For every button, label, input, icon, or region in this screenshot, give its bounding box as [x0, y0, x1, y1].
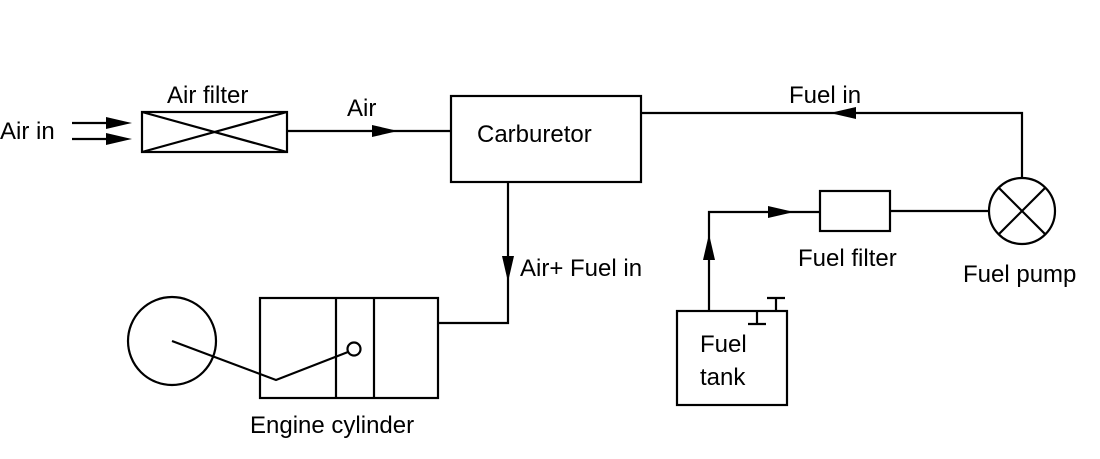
air-line — [287, 125, 451, 137]
tank-to-filter-line — [703, 206, 820, 311]
carburetor-label: Carburetor — [477, 121, 592, 148]
fuel-pump-label: Fuel pump — [963, 261, 1076, 288]
air-fuel-in-label: Air+ Fuel in — [520, 255, 642, 282]
fuel-tank-label-line1: Fuel — [700, 331, 747, 358]
connecting-rod — [171, 339, 349, 382]
fuel-filter-label: Fuel filter — [798, 245, 897, 272]
fuel-tank — [675, 296, 789, 407]
fuel-filter-box — [818, 189, 892, 233]
fuel-in-label: Fuel in — [789, 82, 861, 109]
fuel-in-line — [641, 107, 1024, 180]
fuel-tank-label-line2: tank — [700, 364, 746, 391]
air-fuel-line — [438, 182, 514, 325]
air-label: Air — [347, 95, 376, 122]
engine-cylinder — [126, 295, 440, 400]
air-filter-label: Air filter — [167, 82, 248, 109]
engine-cylinder-label: Engine cylinder — [250, 412, 414, 439]
fuel-pump — [987, 176, 1057, 246]
air-in-label: Air in — [0, 118, 55, 145]
air-filter — [140, 110, 289, 154]
air-in-arrows — [72, 117, 132, 145]
carburetor-box — [449, 94, 643, 184]
